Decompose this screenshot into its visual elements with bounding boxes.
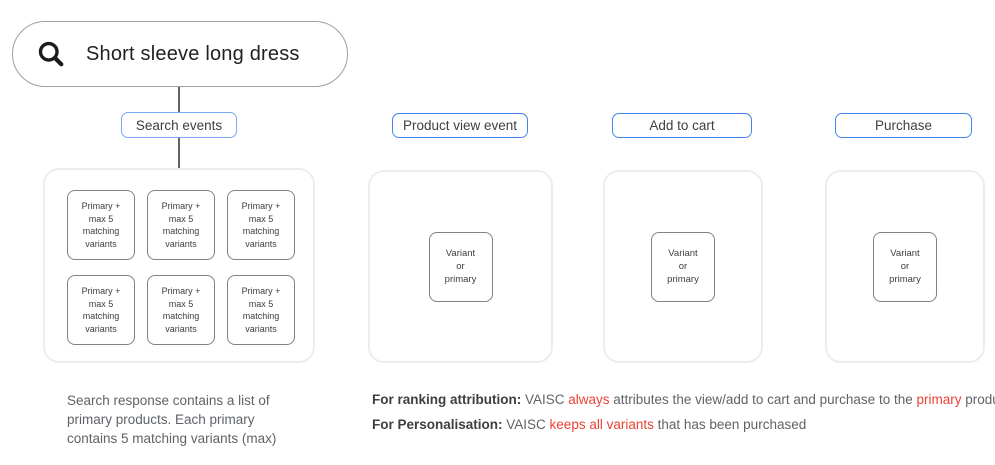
variant-or-primary-box: Variant or primary	[873, 231, 937, 302]
primary-variants-box: Primary + max 5 matching variants	[147, 190, 215, 260]
notes-block: For ranking attribution: VAISC always at…	[372, 391, 995, 441]
product-view-container: Variant or primary	[368, 170, 553, 363]
personalisation-note: For Personalisation: VAISC keeps all var…	[372, 417, 807, 432]
search-events-container: Primary + max 5 matching variants Primar…	[43, 168, 315, 363]
connector-line-top	[178, 87, 180, 112]
variant-or-primary-box: Variant or primary	[651, 231, 715, 302]
ranking-note-heading: For ranking attribution:	[372, 392, 522, 407]
primary-variants-box: Primary + max 5 matching variants	[227, 275, 295, 345]
search-query-text: Short sleeve long dress	[86, 42, 300, 65]
add-to-cart-container: Variant or primary	[603, 170, 763, 363]
search-response-caption: Search response contains a list of prima…	[67, 393, 277, 446]
primary-variants-box: Primary + max 5 matching variants	[227, 190, 295, 260]
variant-or-primary-box: Variant or primary	[428, 231, 493, 302]
event-label-purchase: Purchase	[835, 113, 972, 138]
primary-variants-box: Primary + max 5 matching variants	[67, 190, 135, 260]
search-box: Short sleeve long dress	[12, 21, 348, 87]
ranking-attribution-note: For ranking attribution: VAISC always at…	[372, 392, 995, 407]
primary-variants-box: Primary + max 5 matching variants	[67, 275, 135, 345]
primary-variants-box: Primary + max 5 matching variants	[147, 275, 215, 345]
purchase-container: Variant or primary	[825, 170, 985, 363]
event-label-search-events: Search events	[121, 112, 237, 138]
search-icon	[38, 41, 64, 67]
event-label-product-view: Product view event	[392, 113, 528, 138]
personalisation-note-heading: For Personalisation:	[372, 417, 503, 432]
connector-line-bottom	[178, 138, 180, 168]
event-label-add-to-cart: Add to cart	[612, 113, 752, 138]
